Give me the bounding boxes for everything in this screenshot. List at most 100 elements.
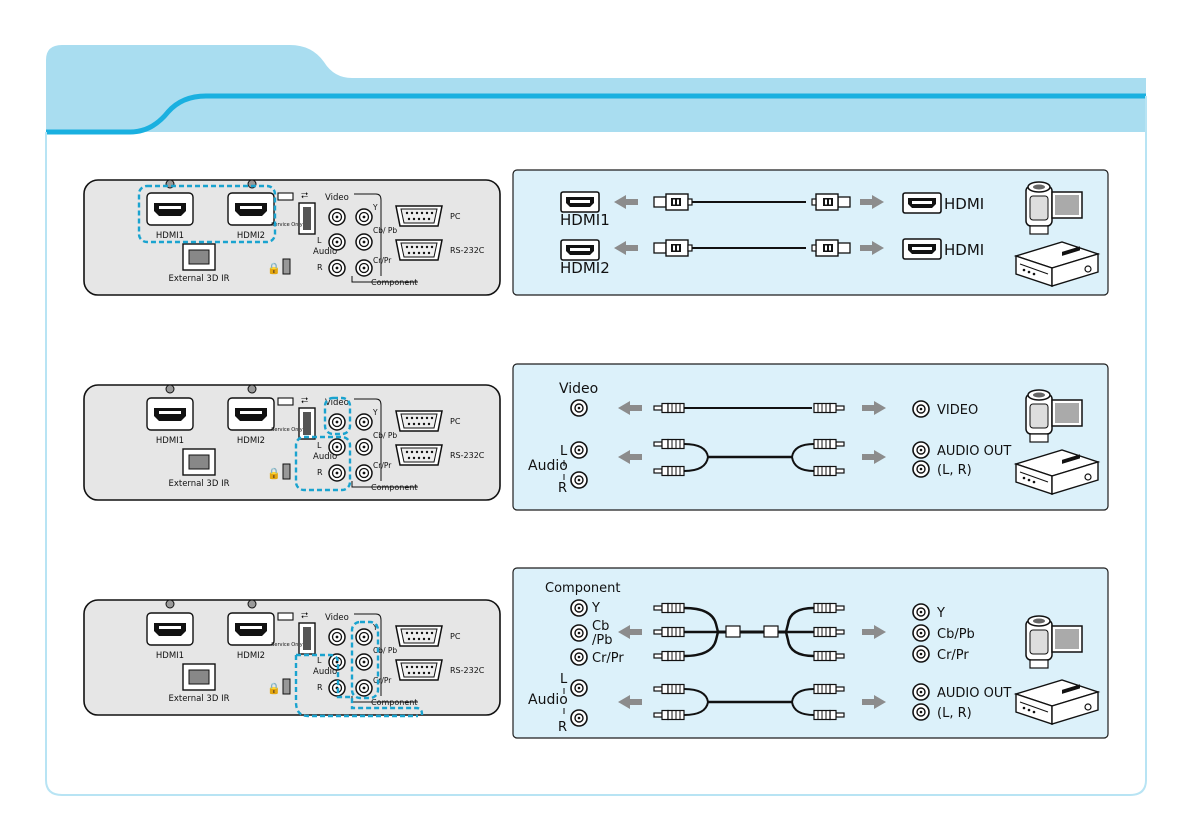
hdmi-port-icon (560, 191, 600, 213)
hdmi-plug-icon (811, 193, 851, 211)
video-jack-icon (328, 628, 346, 646)
indicator-icon (165, 599, 175, 609)
audio-r-caption: R (317, 468, 323, 477)
cb-jack-icon (570, 624, 588, 642)
rs232c-port-icon (395, 239, 443, 261)
audio-out-jack-icon (912, 683, 930, 701)
pc-caption: PC (450, 212, 461, 221)
audio-r-jack-icon (570, 471, 588, 489)
connection-panel-hdmi: HDMI1 HDMI2 HDMI HDMI (512, 169, 1109, 296)
video-caption: Video (325, 193, 349, 203)
audio-r-jack-icon (570, 709, 588, 727)
cb-jack-icon (355, 653, 373, 671)
cbpb-caption: Cb/ Pb (373, 226, 397, 235)
cr-jack-icon (355, 679, 373, 697)
crpr-caption: Cr/Pr (373, 461, 392, 470)
audio-caption: Audio (313, 452, 337, 462)
external-3d-ir-caption: External 3D IR (168, 694, 229, 704)
audio-l-label: L (560, 444, 568, 459)
service-only-caption: Service Only (271, 642, 303, 648)
y-jack-icon (355, 628, 373, 646)
cbpb-caption: Cb/ Pb (373, 646, 397, 655)
y-caption: Y (372, 203, 378, 212)
audio-r-caption: R (317, 683, 323, 692)
audio-l-jack-icon (328, 233, 346, 251)
y-out-label: Y (936, 606, 945, 621)
audio-l-jack-icon (328, 438, 346, 456)
audio-out-jack-icon (912, 703, 930, 721)
y-label: Y (591, 601, 600, 616)
hdmi-plug-icon (811, 239, 851, 257)
cr-jack-icon (355, 259, 373, 277)
y-caption: Y (372, 623, 378, 632)
video-jack-icon (570, 399, 588, 417)
y-caption: Y (372, 408, 378, 417)
hdmi-port-icon (902, 238, 942, 260)
indicator-icon (247, 599, 257, 609)
pb-label: /Pb (592, 633, 612, 648)
cr-jack-icon (355, 464, 373, 482)
crpr-out-label: Cr/Pr (937, 648, 969, 663)
audio-caption: Audio (313, 247, 337, 257)
kensington-lock-icon: 🔒 (267, 682, 281, 695)
audio-out-label: AUDIO OUT (937, 444, 1011, 459)
audio-out-lr-label: (L, R) (937, 706, 972, 721)
hdmi1-label: HDMI1 (560, 211, 610, 229)
y-jack-icon (355, 208, 373, 226)
component-title: Component (545, 581, 620, 596)
component-caption: Component (371, 698, 417, 707)
audio-l-jack-icon (570, 679, 588, 697)
usb-icon: ⮂ (301, 396, 308, 406)
hdmi1-caption: HDMI1 (156, 651, 184, 661)
hdmi-highlight (137, 184, 277, 244)
audio-out-label: AUDIO OUT (937, 686, 1011, 701)
cbpb-out-label: Cb/Pb (937, 627, 975, 642)
hdmi-out-label: HDMI (944, 195, 984, 213)
kensington-lock-icon: 🔒 (267, 467, 281, 480)
usb-icon: ⮂ (301, 191, 308, 201)
video-caption: Video (325, 613, 349, 623)
hdmi1-caption: HDMI1 (156, 231, 184, 241)
service-only-caption: Service Only (271, 222, 303, 228)
connection-panel-component: Component Y Cb /Pb Cr/Pr L Audio R (512, 567, 1109, 739)
header-banner (45, 45, 1147, 796)
hdmi2-caption: HDMI2 (237, 651, 265, 661)
pc-caption: PC (450, 417, 461, 426)
hdmi-port-icon (902, 192, 942, 214)
video-jack-icon (328, 413, 346, 431)
video-highlight (323, 396, 352, 436)
rs232c-caption: RS-232C (450, 451, 485, 460)
external-3d-ir-caption: External 3D IR (168, 479, 229, 489)
audio-r-jack-icon (328, 259, 346, 277)
hdmi-plug-icon (653, 239, 693, 257)
cr-out-jack-icon (912, 645, 930, 663)
indicator-icon (247, 384, 257, 394)
rs232c-caption: RS-232C (450, 666, 485, 675)
rs232c-port-icon (395, 444, 443, 466)
component-highlight (350, 620, 380, 700)
security-slot (282, 258, 291, 275)
audio-out-jack-icon (912, 460, 930, 478)
indicator-icon (165, 384, 175, 394)
hdmi2-label: HDMI2 (560, 259, 610, 277)
video-out-jack-icon (912, 400, 930, 418)
rs232c-caption: RS-232C (450, 246, 485, 255)
video-title: Video (559, 381, 598, 397)
crpr-caption: Cr/Pr (373, 676, 392, 685)
hdmi-plug-icon (653, 193, 693, 211)
audio-highlight (294, 435, 352, 492)
crpr-caption: Cr/Pr (373, 256, 392, 265)
usb-icon: ⮂ (301, 611, 308, 621)
audio-r-caption: R (317, 263, 323, 272)
video-out-label: VIDEO (937, 403, 978, 418)
y-out-jack-icon (912, 603, 930, 621)
component-caption: Component (371, 278, 417, 287)
service-only-caption: Service Only (271, 427, 303, 433)
audio-l-jack-icon (570, 441, 588, 459)
pc-port-icon (395, 205, 443, 227)
usb-mini-port (277, 192, 294, 201)
